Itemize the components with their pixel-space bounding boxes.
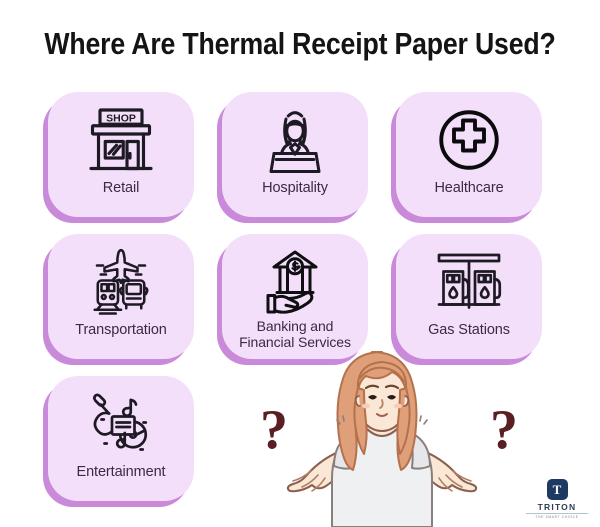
left-question-mark: ?	[260, 399, 288, 461]
guitar-music-notes-icon	[83, 388, 159, 460]
airplane-train-bus-icon	[83, 246, 159, 318]
triton-tagline: THE SMART CHOICE	[526, 513, 588, 519]
card-label: Transportation	[75, 322, 167, 338]
medical-cross-circle-icon	[431, 104, 507, 176]
right-question-mark: ?	[490, 399, 518, 461]
card-healthcare[interactable]: Healthcare	[396, 92, 542, 217]
triton-wordmark: TRITON	[537, 502, 577, 512]
card-gas-stations[interactable]: Gas Stations	[396, 234, 542, 359]
card-row-2: Transportation Banking and Financial	[48, 234, 558, 359]
card-label: Hospitality	[262, 180, 328, 196]
card-banking-financial-services[interactable]: Banking and Financial Services	[222, 234, 368, 359]
card-row-1: SHOP Retail	[48, 92, 558, 217]
shrugging-woman-illustration: ? ?	[232, 348, 532, 527]
page-title: Where Are Thermal Receipt Paper Used?	[44, 26, 556, 61]
bank-on-hand-icon	[257, 246, 333, 318]
svg-text:SHOP: SHOP	[106, 112, 136, 124]
card-label: Retail	[102, 180, 140, 196]
receptionist-desk-icon	[257, 104, 333, 176]
category-card-grid: SHOP Retail	[48, 92, 558, 518]
triton-logo[interactable]: T TRITON THE SMART CHOICE	[526, 479, 588, 519]
card-label: Healthcare	[434, 180, 504, 196]
card-row-3: Entertainment	[48, 376, 558, 501]
card-retail[interactable]: SHOP Retail	[48, 92, 194, 217]
triton-logo-mark: T	[546, 479, 568, 500]
fuel-pumps-icon	[431, 246, 507, 318]
triton-logo-letter: T	[552, 482, 562, 497]
card-label: Gas Stations	[428, 322, 510, 338]
card-label: Entertainment	[76, 464, 166, 480]
card-transportation[interactable]: Transportation	[48, 234, 194, 359]
storefront-shop-icon: SHOP	[83, 104, 159, 176]
card-hospitality[interactable]: Hospitality	[222, 92, 368, 217]
card-entertainment[interactable]: Entertainment	[48, 376, 194, 501]
card-label: Banking and Financial Services	[239, 318, 351, 350]
